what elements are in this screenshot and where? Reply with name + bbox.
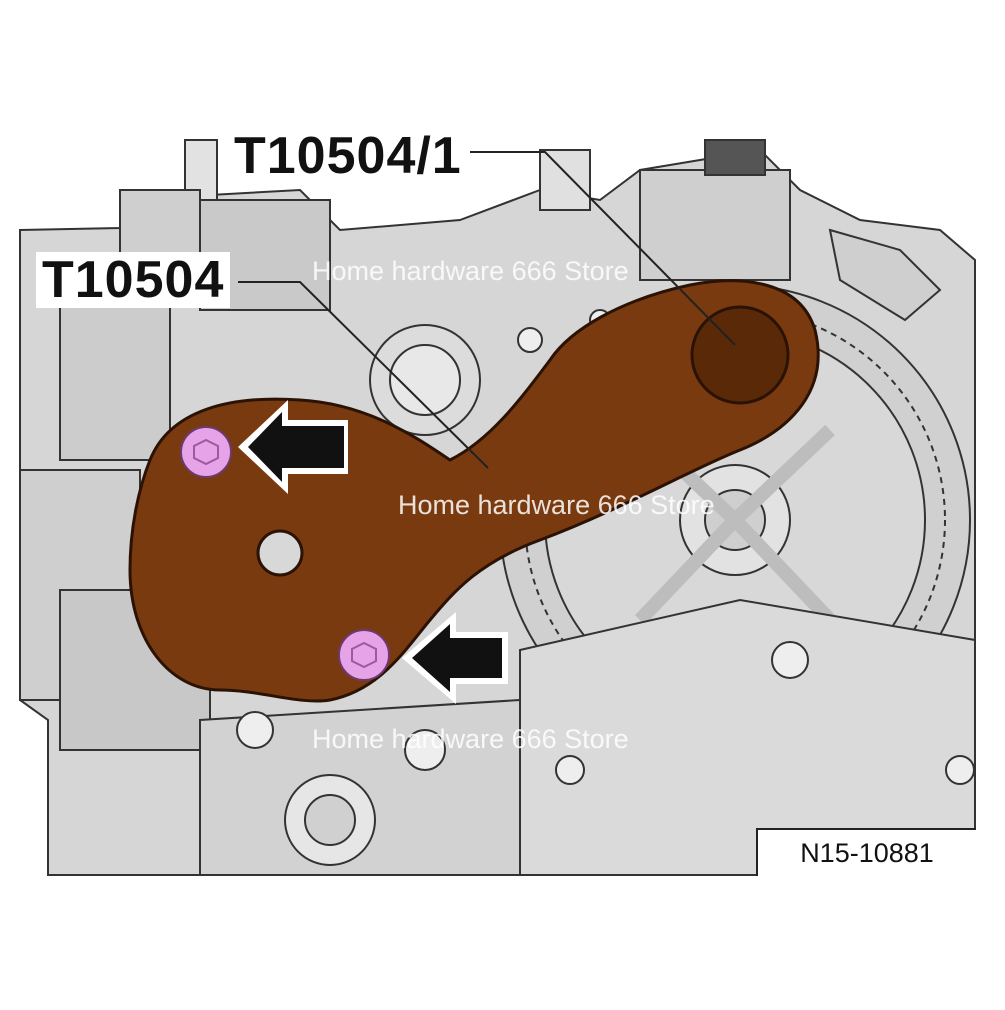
watermark-text: Home hardware 666 Store	[312, 256, 629, 286]
bolt-lower	[338, 629, 390, 681]
callout-label-t10504-1: T10504/1	[228, 128, 468, 184]
arrow-lower-icon	[402, 612, 508, 704]
pin-hole	[690, 305, 790, 405]
leader-lines	[238, 151, 736, 469]
figure-id-label: N15-10881	[756, 828, 976, 876]
watermark-text: Home hardware 666 Store	[398, 490, 715, 520]
tool-t10504	[128, 279, 820, 703]
callout-label-t10504: T10504	[36, 252, 231, 308]
watermark-text: Home hardware 666 Store	[312, 724, 629, 754]
bolt-upper	[180, 426, 232, 478]
arrow-upper-icon	[238, 400, 348, 494]
pivot-hole	[256, 529, 304, 577]
